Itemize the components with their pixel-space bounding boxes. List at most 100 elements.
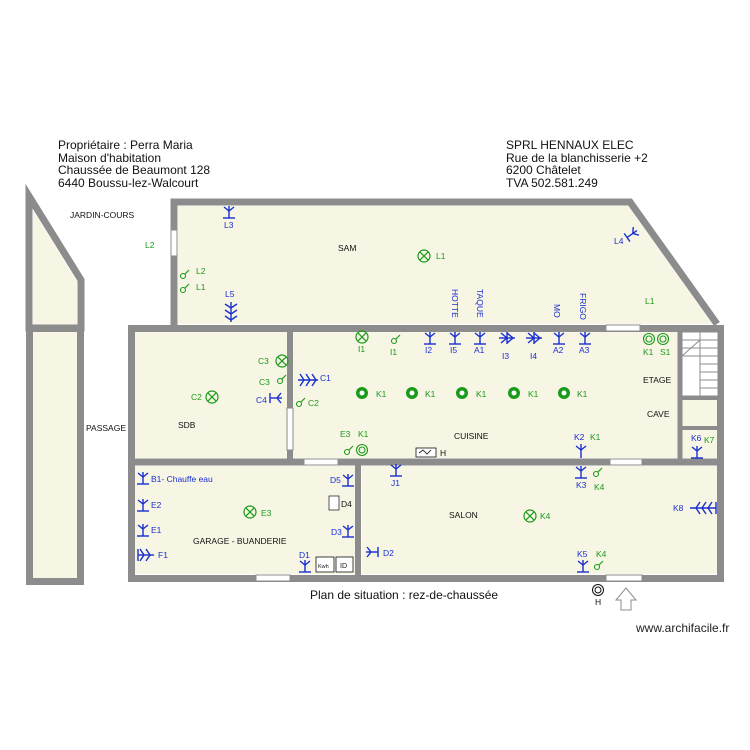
- spot-light-icon: [558, 387, 570, 399]
- label-K4-b: K4: [540, 511, 551, 521]
- sdb-floor: [135, 332, 287, 458]
- label-I4: I4: [530, 351, 537, 361]
- window-sdb: [286, 407, 294, 451]
- label-L1-a: L1: [196, 282, 206, 292]
- label-E2: E2: [151, 500, 162, 510]
- label-I1-a: I1: [358, 344, 365, 354]
- label-I3: I3: [502, 351, 509, 361]
- window-garage: [255, 574, 291, 582]
- label-L1-b: L1: [436, 251, 446, 261]
- label-D1: D1: [299, 550, 310, 560]
- label-K1-a: K1: [643, 347, 654, 357]
- socket-group-icon: [526, 332, 542, 344]
- owner-line-2: Maison d'habitation: [58, 150, 162, 165]
- label-C4: C4: [256, 395, 267, 405]
- company-line-1: SPRL HENNAUX ELEC: [506, 138, 634, 152]
- distribution-board-icon: [328, 495, 340, 511]
- label-B1: B1- Chauffe eau: [151, 474, 213, 484]
- room-passage: PASSAGE: [86, 423, 126, 433]
- room-cave: CAVE: [647, 409, 670, 419]
- label-frigo: FRIGO: [578, 293, 588, 320]
- socket-icon: [575, 444, 587, 458]
- socket-group-icon: [499, 332, 515, 344]
- owner-line-4: 6440 Boussu-lez-Walcourt: [58, 175, 199, 190]
- company-line-3: 6200 Châtelet: [506, 163, 581, 177]
- label-A3: A3: [579, 345, 590, 355]
- label-K7: K7: [704, 435, 715, 445]
- label-C2-a: C2: [191, 392, 202, 402]
- label-K1-h: K1: [590, 432, 601, 442]
- jardin-floor: [33, 210, 77, 325]
- owner-info: Propriétaire : Perra Maria Maison d'habi…: [58, 139, 210, 189]
- label-E1: E1: [151, 525, 162, 535]
- outdoor-light-icon: [592, 584, 604, 596]
- label-E3-b: E3: [261, 508, 272, 518]
- owner-line-3: Chaussée de Beaumont 128: [58, 163, 211, 177]
- room-cuisine: CUISINE: [454, 431, 489, 441]
- label-K1-d: K1: [476, 389, 487, 399]
- window-cuisine: [303, 458, 339, 466]
- socket-group-icon: [224, 302, 238, 322]
- door-salon: [605, 574, 643, 582]
- passage-wall: [26, 325, 84, 585]
- label-I5: I5: [450, 345, 457, 355]
- spot-light-icon: [356, 387, 368, 399]
- label-K4-a: K4: [594, 482, 605, 492]
- window-sam-left: [170, 229, 178, 257]
- company-info: SPRL HENNAUX ELEC Rue de la blanchisseri…: [506, 139, 648, 189]
- label-id: ID: [340, 563, 347, 570]
- label-L5: L5: [225, 289, 235, 299]
- label-D4: D4: [341, 499, 352, 509]
- label-K5: K5: [577, 549, 588, 559]
- socket-group-icon: [690, 501, 717, 515]
- label-H-2: H: [595, 597, 601, 607]
- floor-fills: [33, 206, 717, 578]
- hood-light-icon: [415, 447, 437, 458]
- socket-group-icon: [137, 548, 154, 562]
- label-A2: A2: [553, 345, 564, 355]
- room-etage: ETAGE: [643, 375, 672, 385]
- socket-group-icon: [298, 373, 318, 387]
- room-sam: SAM: [338, 243, 356, 253]
- label-K4-c: K4: [596, 549, 607, 559]
- label-I1-b: I1: [390, 347, 397, 357]
- stairs-icon: [681, 331, 719, 397]
- plan-caption: Plan de situation : rez-de-chaussée: [310, 588, 499, 602]
- label-K8: K8: [673, 503, 684, 513]
- label-I2: I2: [425, 345, 432, 355]
- label-K3: K3: [576, 480, 587, 490]
- label-L3: L3: [224, 220, 234, 230]
- label-C3-b: C3: [259, 377, 270, 387]
- label-S1: S1: [660, 347, 671, 357]
- label-K1-g: K1: [358, 429, 369, 439]
- label-E3-a: E3: [340, 429, 351, 439]
- label-L4: L4: [614, 236, 624, 246]
- room-salon: SALON: [449, 510, 478, 520]
- openings: [170, 229, 643, 582]
- label-L2-b: L2: [196, 266, 206, 276]
- label-L2-a: L2: [145, 240, 155, 250]
- label-mo: MO: [552, 304, 562, 318]
- label-D2: D2: [383, 548, 394, 558]
- label-D5: D5: [330, 475, 341, 485]
- label-K6: K6: [691, 433, 702, 443]
- label-K2: K2: [574, 432, 585, 442]
- spot-light-icon: [456, 387, 468, 399]
- window-sam-right: [605, 324, 641, 332]
- label-hotte: HOTTE: [450, 289, 460, 318]
- salon-floor: [362, 466, 717, 574]
- meter-box: Kwh ID: [315, 556, 354, 573]
- label-F1: F1: [158, 550, 168, 560]
- label-K1-e: K1: [528, 389, 539, 399]
- entry-arrow-icon: [614, 587, 638, 611]
- label-J1: J1: [391, 478, 400, 488]
- label-K1-b: K1: [376, 389, 387, 399]
- garage-floor: [135, 466, 355, 574]
- label-K1-f: K1: [577, 389, 588, 399]
- label-A1: A1: [474, 345, 485, 355]
- label-K1-c: K1: [425, 389, 436, 399]
- room-jardin: JARDIN-COURS: [70, 210, 135, 220]
- label-H-1: H: [440, 448, 446, 458]
- room-garage: GARAGE - BUANDERIE: [193, 536, 287, 546]
